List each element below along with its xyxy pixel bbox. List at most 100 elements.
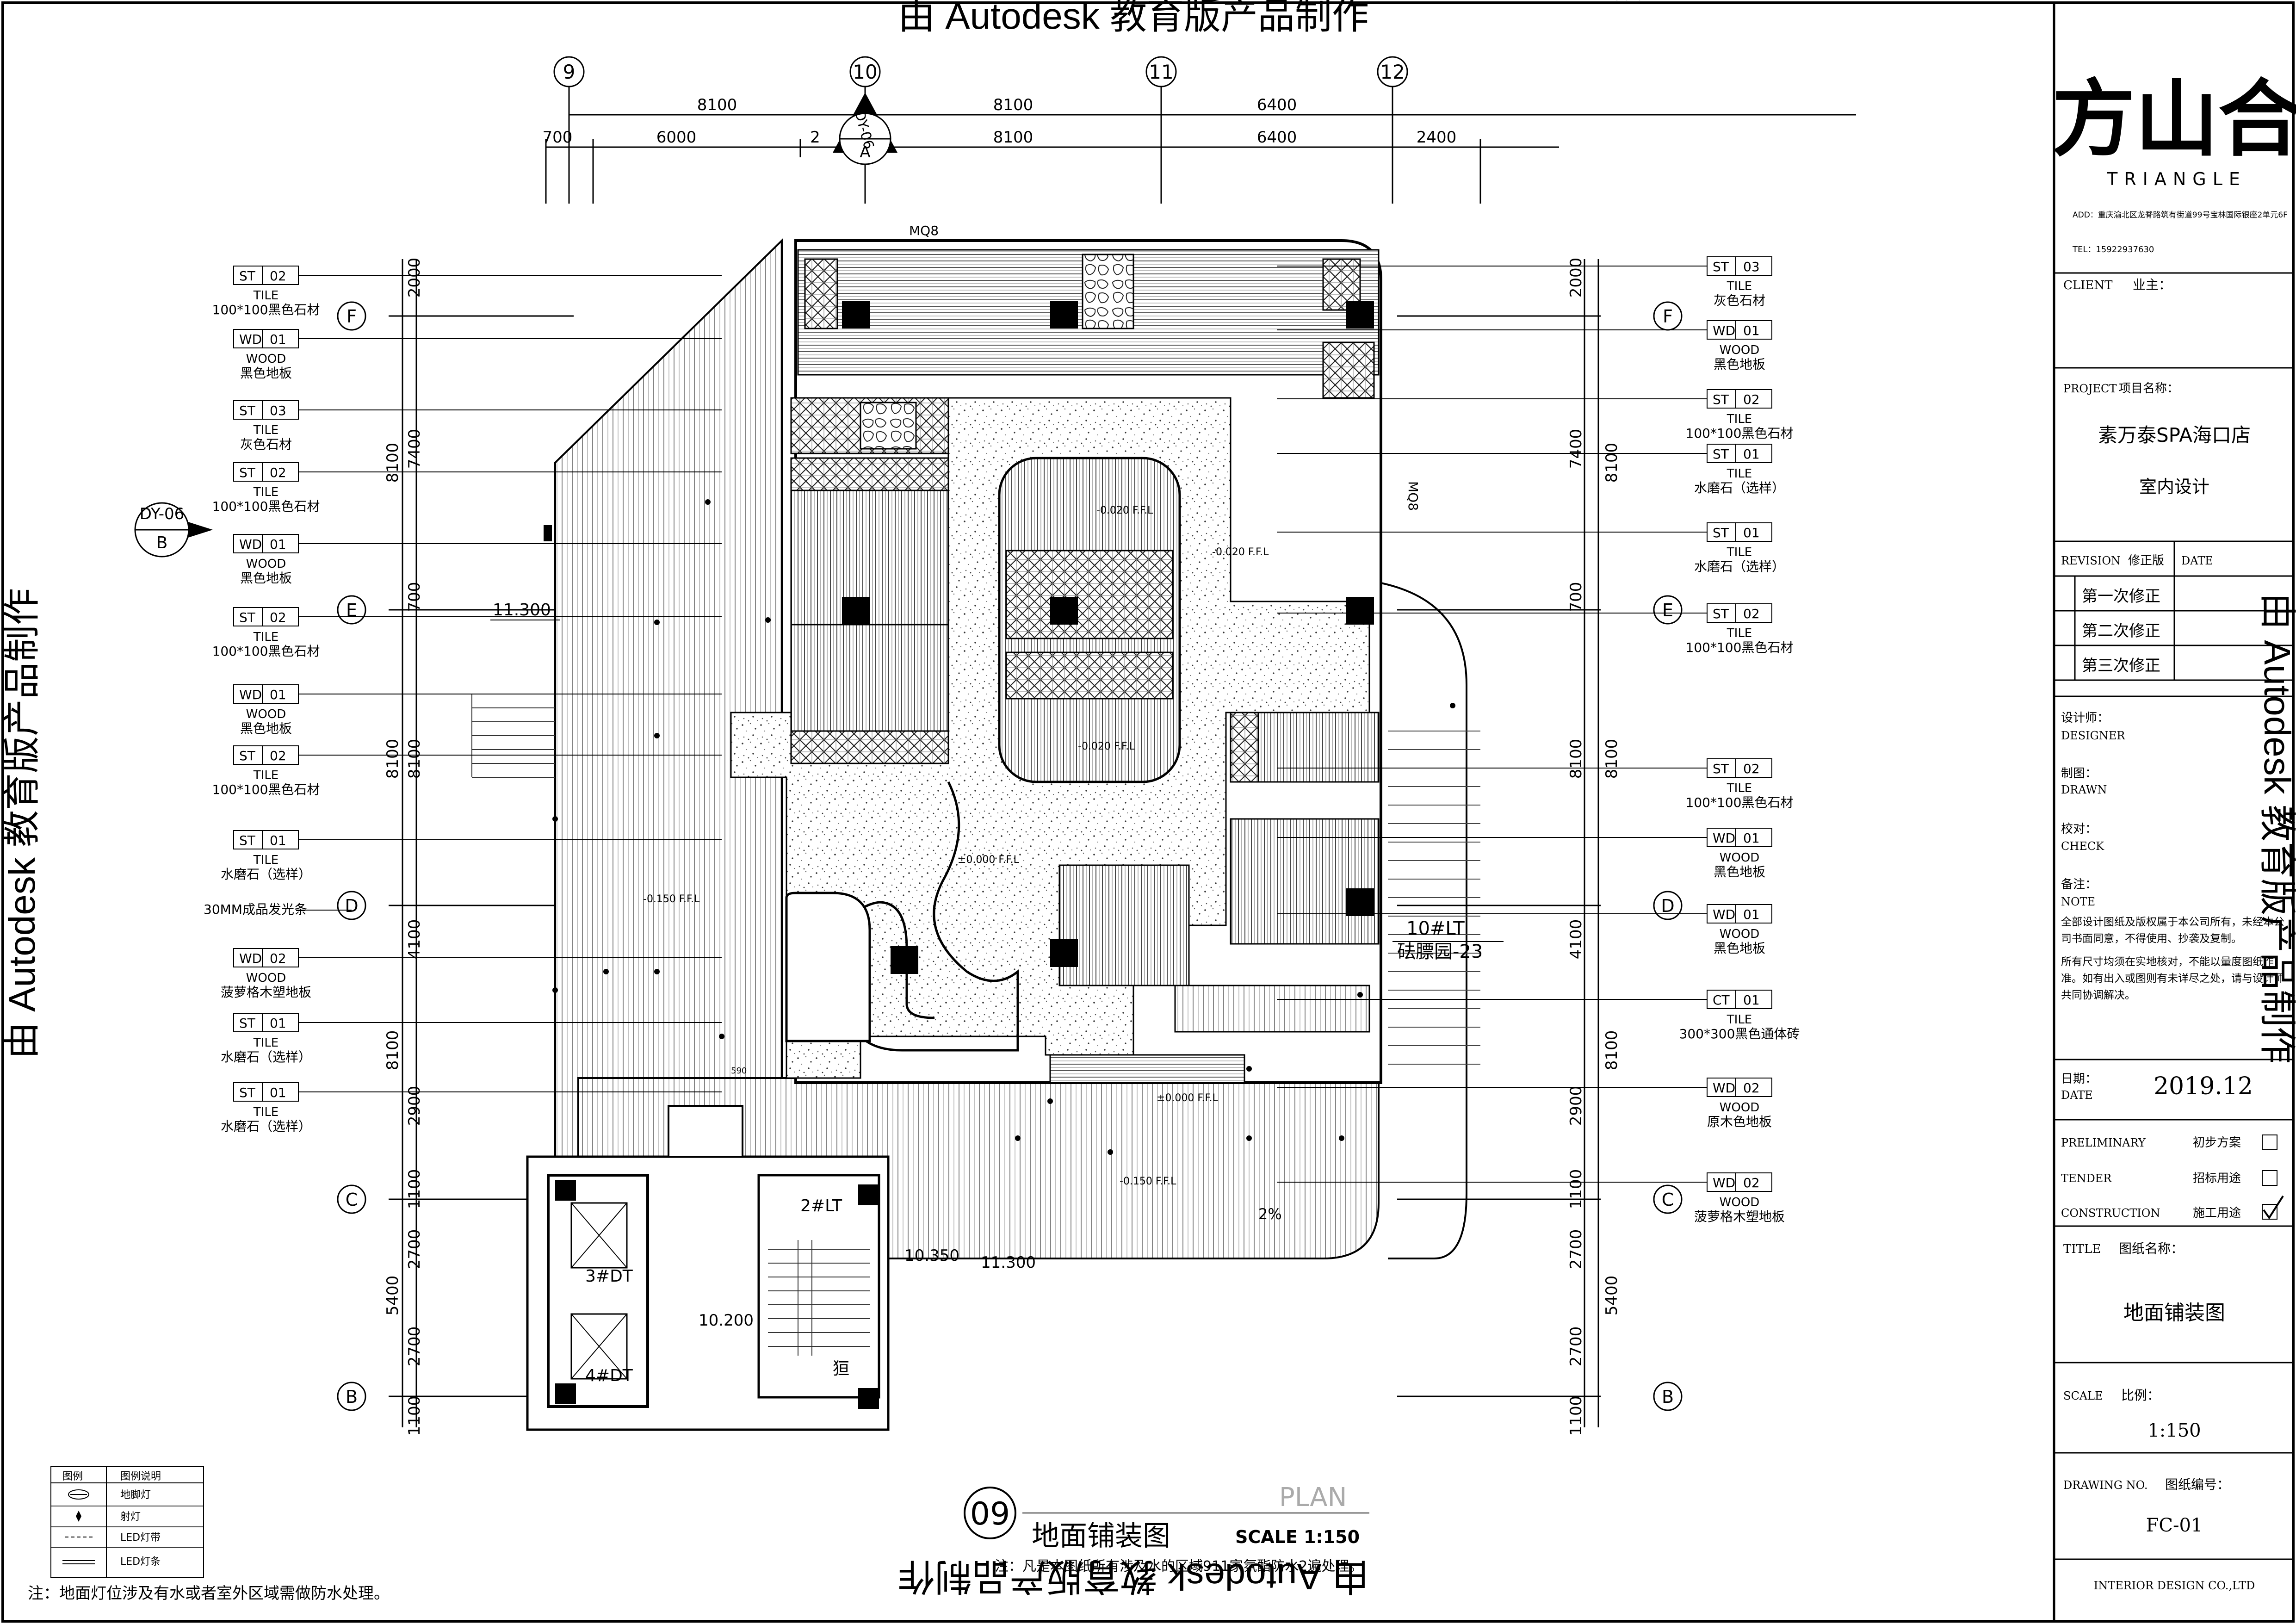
- title-block: 方山合 TRIANGLE ADD：重庆渝北区龙脊路筑有街道99号宝林国际银座2单…: [2052, 3, 2296, 1621]
- callout-number: 03: [1743, 259, 1760, 274]
- callout-number: 02: [1743, 1080, 1760, 1096]
- callout-number: 01: [1743, 992, 1760, 1008]
- lift-label: 2#LT: [800, 1196, 842, 1215]
- ramp-lines: [1388, 731, 1480, 1065]
- callout-code: WD: [1713, 907, 1735, 922]
- callout-code: ST: [239, 1085, 256, 1100]
- callout-desc: 黑色地板: [240, 721, 292, 736]
- dim-text: 1100: [1567, 1169, 1585, 1209]
- dim-text: 2000: [1567, 258, 1585, 298]
- callout-number: 01: [270, 1016, 286, 1031]
- left-stair: [471, 694, 555, 778]
- date-en: DATE: [2061, 1089, 2093, 1102]
- dim-text: 8100: [697, 96, 737, 114]
- top-dimensions: [545, 81, 1856, 204]
- callout-type: TILE: [253, 1036, 278, 1050]
- callout-type: WOOD: [1720, 927, 1760, 941]
- client-en: CLIENT: [2063, 279, 2113, 292]
- callout-number: 02: [270, 951, 286, 966]
- callout-type: TILE: [253, 289, 278, 303]
- title-en: TITLE: [2063, 1242, 2101, 1256]
- callout-desc: 灰色石材: [240, 437, 292, 452]
- scale-value: 1:150: [2147, 1420, 2201, 1441]
- stair-well: [757, 1174, 880, 1399]
- callout-desc: 黑色地板: [1714, 357, 1765, 372]
- revision-date-en: DATE: [2181, 554, 2213, 567]
- callout-code: ST: [239, 403, 256, 418]
- client-cn: 业主：: [2133, 277, 2172, 292]
- check-en: CHECK: [2061, 840, 2104, 853]
- dim-text: 6000: [656, 128, 697, 147]
- preliminary-checkbox[interactable]: [2262, 1134, 2277, 1150]
- dim-text: 8100: [1603, 443, 1621, 483]
- revision-row: 第二次修正: [2082, 622, 2160, 640]
- grid-row-f: F: [347, 306, 357, 327]
- scale-cn: 比例：: [2121, 1388, 2160, 1403]
- dim-text: 6400: [1257, 128, 1297, 147]
- callout-desc: 300*300黑色通体砖: [1679, 1026, 1800, 1041]
- callout-number: 02: [270, 465, 286, 480]
- callout-desc: 水磨石（选样）: [221, 1049, 311, 1065]
- tender-cn: 招标用途: [2193, 1172, 2241, 1185]
- callout-code: ST: [1713, 259, 1729, 274]
- callout-type: WOOD: [1720, 1196, 1760, 1209]
- callout-number: 03: [270, 403, 286, 418]
- dim-text: 2: [810, 128, 820, 147]
- callout-number: 01: [270, 833, 286, 848]
- level-label: 10.350: [904, 1246, 959, 1265]
- dim-text: 8100: [993, 128, 1034, 147]
- dim-text: 8100: [384, 739, 402, 779]
- callout-desc: 黑色地板: [240, 570, 292, 586]
- callout-number: 02: [1743, 1175, 1760, 1190]
- dim-text: 2700: [1567, 1326, 1585, 1367]
- callout-desc: 100*100黑色石材: [212, 782, 320, 797]
- callout-number: 01: [1743, 323, 1760, 338]
- spot-light-icon: [76, 1511, 81, 1522]
- left-grid-bubbles: F E D C B: [337, 301, 366, 1411]
- dim-text: 1100: [1567, 1396, 1585, 1436]
- dim-text: 8100: [993, 96, 1034, 114]
- grid-row-b: B: [1662, 1387, 1674, 1407]
- callout-desc: 黑色地板: [1714, 941, 1765, 956]
- ffl-label: -0.020 F.F.L: [1078, 741, 1135, 752]
- scale-en: SCALE: [2063, 1389, 2103, 1402]
- ffl-label: -0.020 F.F.L: [1096, 505, 1153, 516]
- pool-stone: [1005, 651, 1174, 700]
- grid-col-10: 10: [853, 61, 877, 83]
- callout-code: ST: [239, 268, 256, 284]
- callout-code: WD: [239, 537, 262, 552]
- callout-number: 02: [1743, 392, 1760, 407]
- dim-text: 2700: [405, 1326, 424, 1367]
- drawing-name: 地面铺装图: [1032, 1520, 1170, 1552]
- callout-type: WOOD: [1720, 851, 1760, 865]
- tender-checkbox[interactable]: [2262, 1170, 2277, 1186]
- dim-text: 2400: [1417, 128, 1457, 147]
- drawing-scale: SCALE 1:150: [1235, 1527, 1360, 1547]
- callout-desc: 100*100黑色石材: [1686, 640, 1794, 655]
- preliminary-en: PRELIMINARY: [2061, 1136, 2146, 1149]
- double-line-icon: [62, 1560, 95, 1564]
- callout-code: ST: [239, 465, 256, 480]
- watermark-left: 由 Autodesk 教育版产品制作: [1, 588, 43, 1059]
- dim-text: 8100: [1603, 1030, 1621, 1071]
- ffl-label: -0.020 F.F.L: [1610, 0, 1667, 3]
- project-cn: 项目名称：: [2119, 382, 2179, 396]
- callout-type: TILE: [253, 1105, 278, 1119]
- callout-code: WD: [1713, 1175, 1735, 1190]
- dim-text: 8100: [405, 739, 424, 779]
- drawn-en: DRAWN: [2061, 783, 2107, 796]
- section-mark-top: DY-06 A: [833, 93, 897, 165]
- dim-text: 2900: [405, 1086, 424, 1126]
- dim-text: 8100: [1567, 739, 1585, 779]
- company-logo: 方山合: [2052, 71, 2296, 168]
